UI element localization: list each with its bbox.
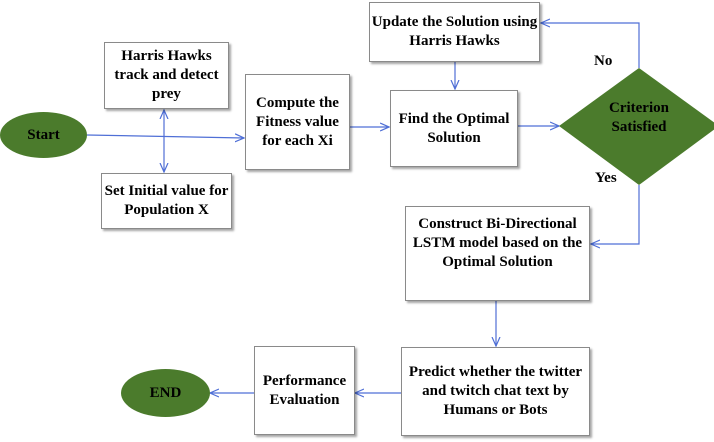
compute-fitness-label: Compute the Fitness value for each Xi [256,94,339,149]
arrow-criterion-no-to-update [541,23,640,68]
construct-lstm-label: Construct Bi-Directional LSTM model base… [412,216,583,270]
criterion-diamond [559,68,714,185]
compute-fitness-box: Compute the Fitness value for each Xi [245,74,350,170]
construct-lstm-box: Construct Bi-Directional LSTM model base… [405,206,590,301]
yes-label: Yes [595,170,617,186]
predict-label: Predict whether the twitter and twitch c… [408,364,583,418]
performance-label: Performance Evaluation [262,372,347,408]
start-label: Start [27,126,60,143]
find-optimal-label: Find the Optimal Solution [398,110,510,146]
no-label: No [594,53,613,69]
harris-track-box: Harris Hawks track and detect prey [104,42,229,109]
set-initial-box: Set Initial value for Population X [101,173,232,229]
start-terminal: Start [0,112,87,158]
find-optimal-box: Find the Optimal Solution [390,90,518,167]
criterion-label: Criterion Satisfied [609,100,669,135]
performance-box: Performance Evaluation [254,346,355,435]
update-solution-label: Update the Solution using Harris Hawks [371,14,538,49]
end-terminal: END [121,369,210,417]
arrow-start-to-compute [86,135,244,138]
arrow-criterion-yes-to-lstm [591,185,640,244]
set-initial-label: Set Initial value for Population X [104,183,229,218]
harris-track-label: Harris Hawks track and detect prey [114,48,219,102]
end-label: END [149,384,182,401]
predict-box: Predict whether the twitter and twitch c… [401,347,590,436]
update-solution-box: Update the Solution using Harris Hawks [369,2,540,62]
